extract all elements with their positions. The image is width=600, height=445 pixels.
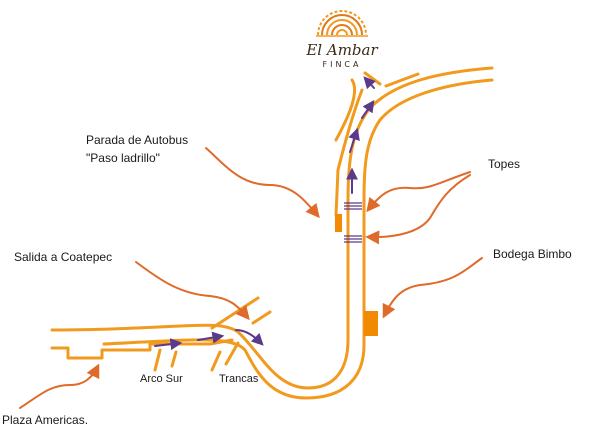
route-arrows: [154, 76, 376, 351]
arco-sur-label: Arco Sur: [140, 373, 183, 385]
route-arrow: [197, 331, 225, 344]
arco-sur-road-2: [170, 350, 178, 368]
finca-logo: El Ambar FINCA: [305, 10, 378, 69]
route-arrow: [361, 100, 375, 119]
pointer-arrows: [19, 147, 483, 409]
bodega-label: Bodega Bimbo: [493, 247, 572, 261]
plaza-label: Plaza Americas.: [2, 413, 88, 427]
finca-branch-road-inner: [363, 71, 382, 86]
arco-sur-road: [153, 348, 162, 372]
topes-pointer-arrow-lower: [365, 174, 471, 245]
logo-name: El Ambar: [305, 41, 378, 59]
main-road-outer: [50, 66, 494, 390]
trancas-road: [210, 350, 222, 372]
main-road-inner: [102, 78, 494, 400]
salida-pointer-arrow: [135, 261, 250, 321]
speed-bump-upper: [344, 202, 362, 210]
finca-branch-road: [334, 88, 364, 217]
roads: [50, 66, 494, 400]
parada-label-line2: "Paso ladrillo": [86, 151, 160, 165]
speed-bumps: [344, 202, 362, 243]
topes-pointer-arrow-upper: [366, 171, 471, 213]
trancas-label: Trancas: [219, 373, 259, 385]
route-arrow: [363, 76, 376, 90]
coatepec-spur-road-2: [251, 310, 272, 325]
bodega-bimbo-marker: [364, 311, 378, 336]
coatepec-spur-road: [210, 296, 260, 330]
lower-road: [50, 342, 212, 360]
trancas-road-2: [224, 341, 240, 366]
route-arrow: [235, 329, 264, 346]
logo-subtitle: FINCA: [322, 60, 361, 69]
route-arrow: [348, 127, 360, 153]
bodega-pointer-arrow: [382, 257, 483, 319]
topes-label: Topes: [488, 157, 520, 171]
plaza-pointer-arrow: [19, 363, 100, 409]
finca-entrance-road: [384, 72, 420, 88]
bus-stop-marker: [335, 214, 342, 232]
finca-branch-road-edge: [334, 78, 357, 142]
speed-bump-lower: [344, 235, 362, 243]
parada-label-line1: Parada de Autobus: [86, 133, 188, 147]
parada-pointer-arrow: [205, 147, 320, 219]
spiral-sun-icon: [316, 10, 368, 37]
route-arrow: [154, 338, 183, 351]
salida-label: Salida a Coatepec: [14, 250, 112, 264]
